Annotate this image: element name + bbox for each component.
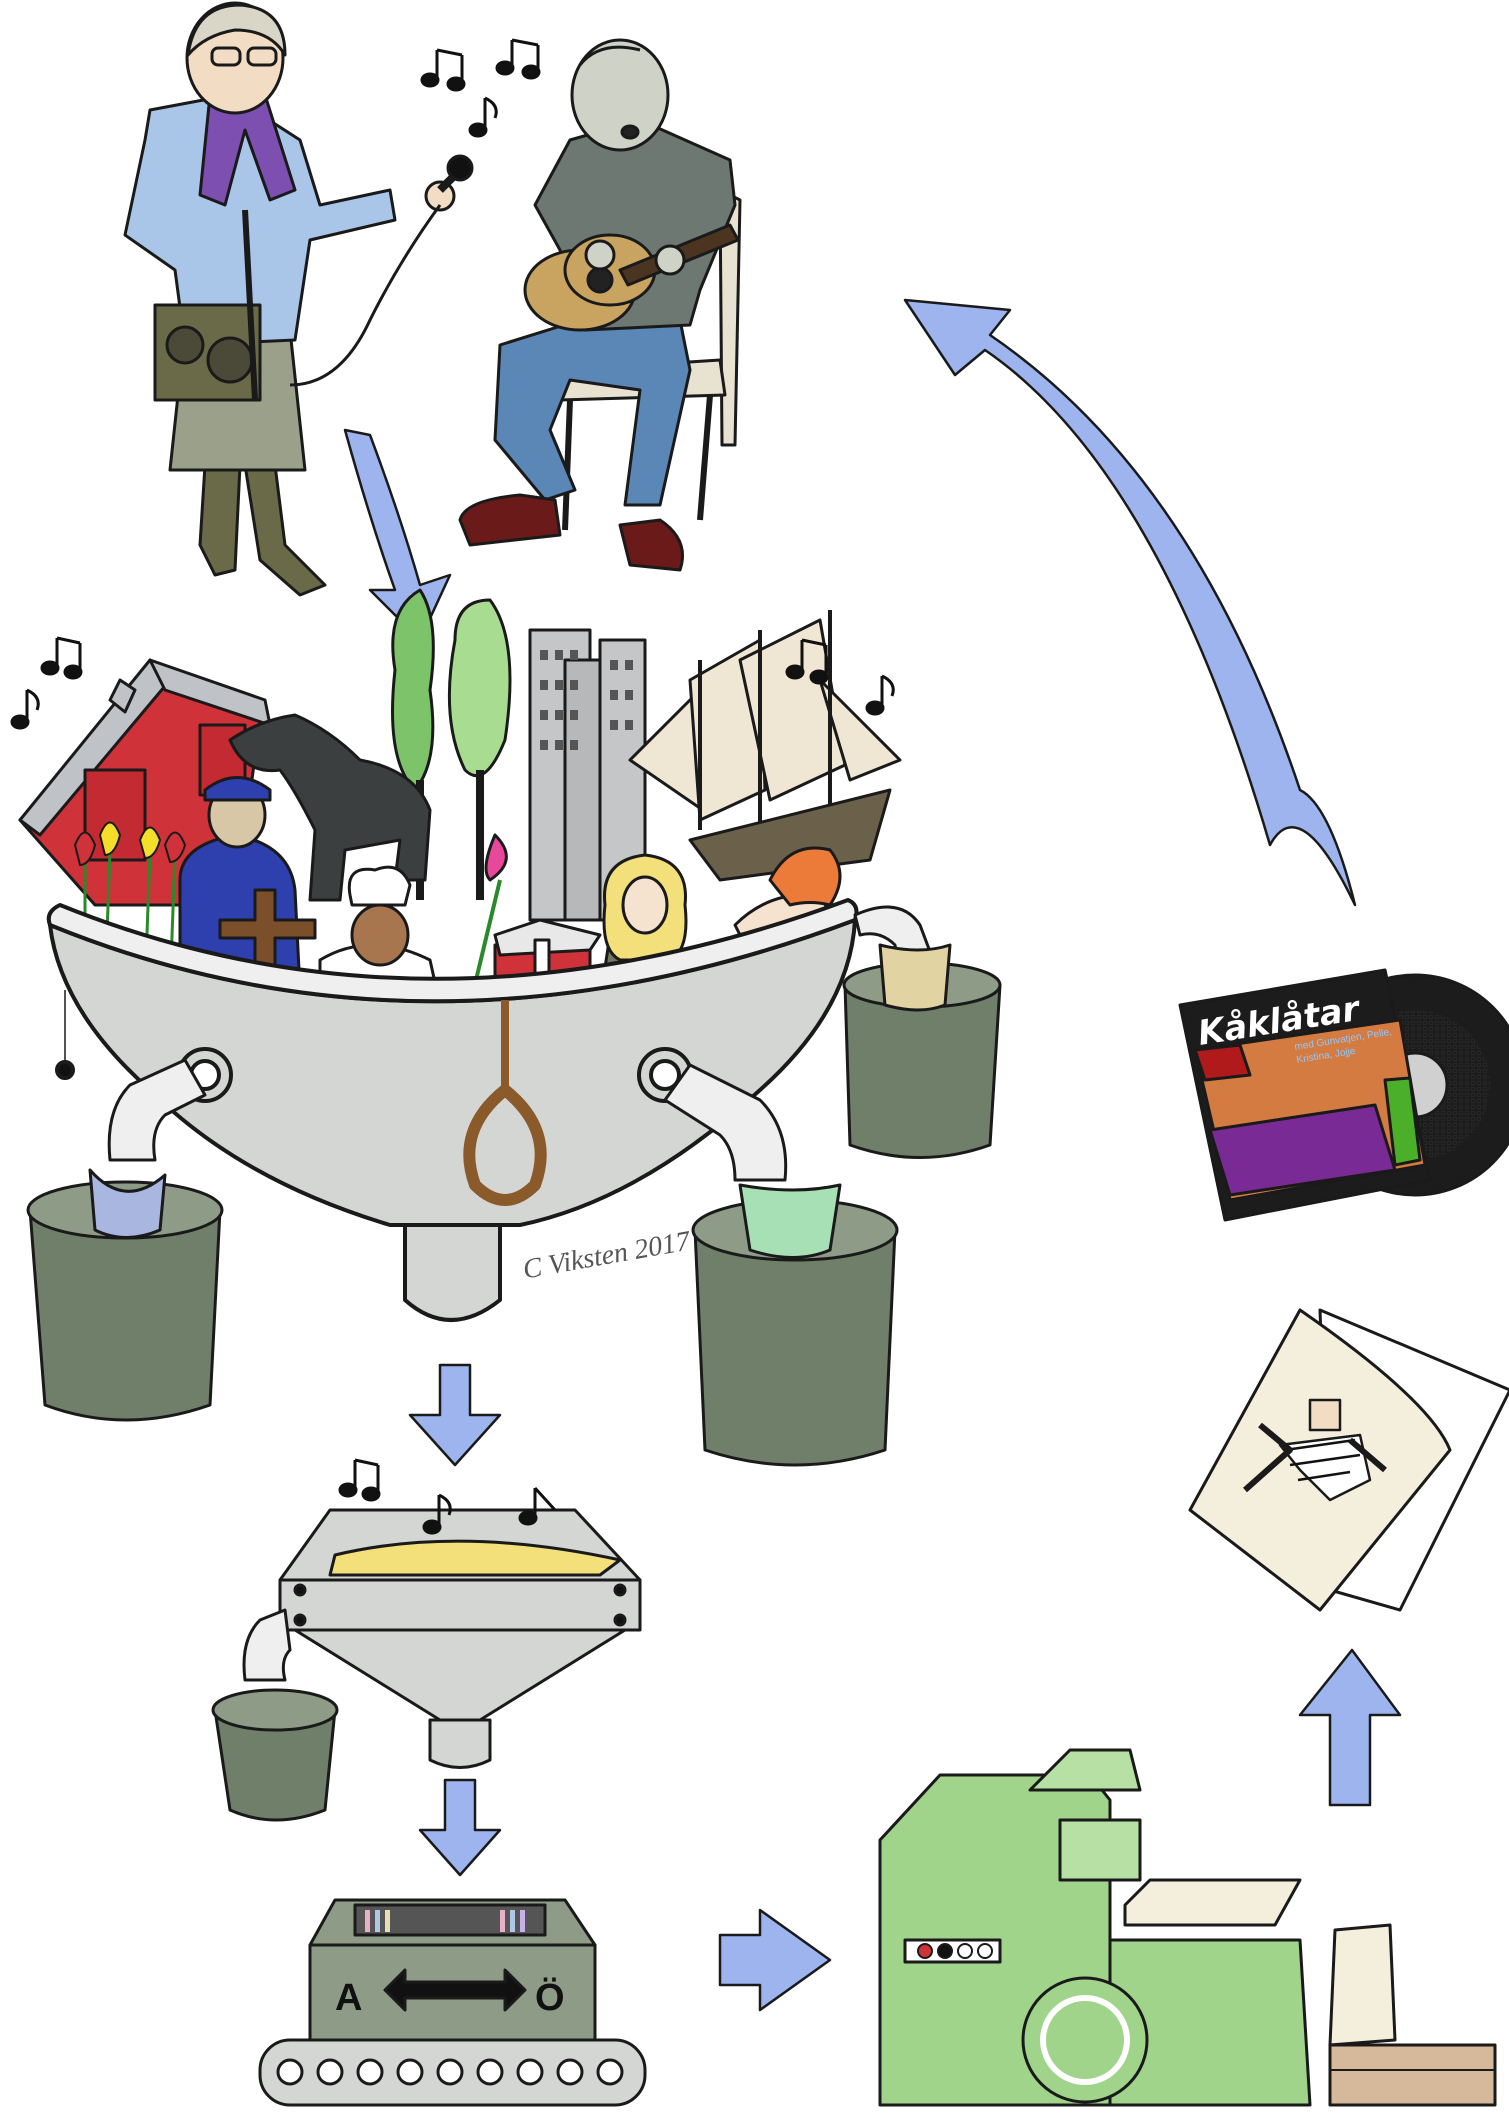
songbook [1188,1308,1509,1612]
arrow-record-to-performers [903,298,1357,907]
arrow-sorter-to-press [718,1908,832,2012]
printing-press [878,1748,1497,2107]
arrow-press-to-book [1298,1648,1402,1807]
waste-bucket-hopper [211,1688,339,1822]
music-notes-bowl [10,636,895,730]
arrow-recording-to-bowl [343,428,452,642]
artist-signature: C Viksten 2017 [521,1225,694,1285]
bowl-pipes [107,905,937,1182]
collector-woman [123,1,474,597]
vinyl-album [1178,968,1509,1222]
flow-arrows [343,298,1402,2012]
waste-bucket-small [842,943,1002,1159]
sorter-letter-o-umlaut: Ö [535,1976,565,2019]
music-notes-top [420,38,541,138]
collection-bowl [46,898,859,1322]
sorter-letter-a: A [335,1977,362,2019]
music-notes-hopper [338,1458,557,1535]
waste-bucket-left [26,1168,224,1422]
alphabetical-sorter [258,1898,647,2107]
arrow-bowl-to-hopper [408,1363,502,1467]
arrow-hopper-to-sorter [418,1778,502,1877]
sieve-hopper [242,1508,642,1769]
waste-bucket-right [691,1183,899,1467]
guitar-player [458,38,742,572]
